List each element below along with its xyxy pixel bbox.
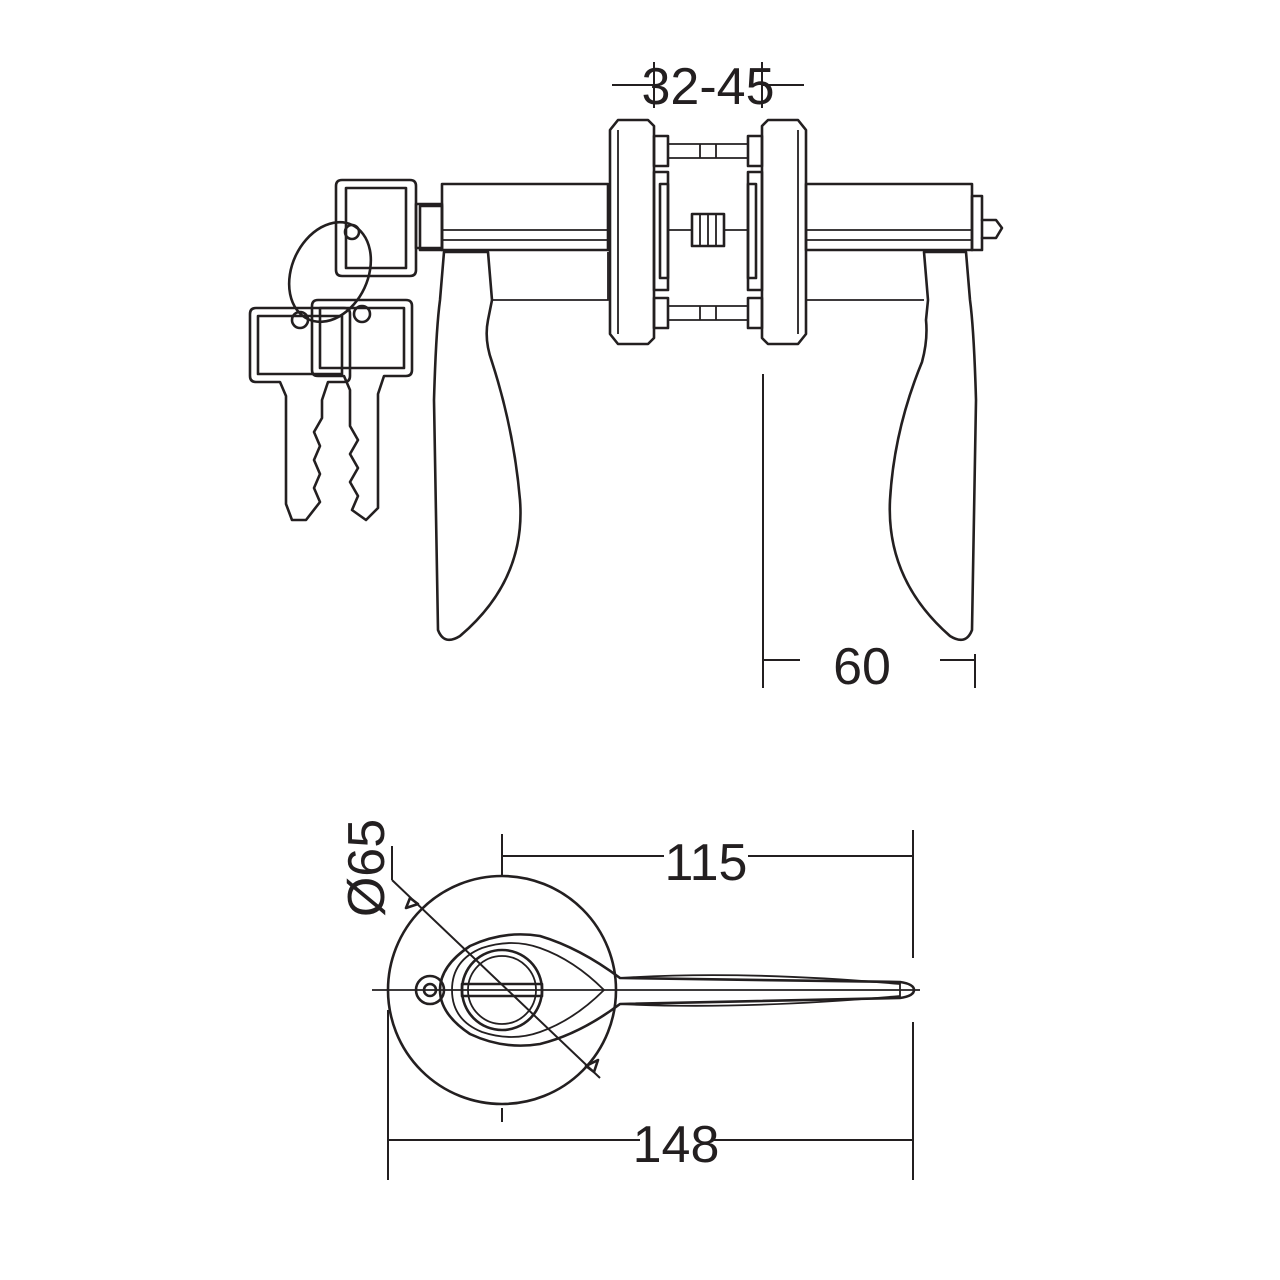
dimension-label-diameter: Ø65 bbox=[338, 819, 396, 917]
dimension-lever-length: 115 bbox=[501, 830, 914, 958]
dimension-door-thickness: 32-45 bbox=[612, 58, 804, 116]
side-view: 32-45 60 bbox=[248, 58, 1004, 696]
left-rosette bbox=[608, 118, 656, 346]
key-left bbox=[248, 306, 352, 522]
dimension-overall-length: 148 bbox=[387, 1010, 914, 1180]
dimension-label-60: 60 bbox=[833, 638, 891, 696]
key-right bbox=[310, 298, 414, 522]
left-spindle-housing bbox=[418, 182, 610, 252]
dimension-label-32-45: 32-45 bbox=[642, 58, 775, 116]
left-lever bbox=[432, 250, 522, 642]
through-bolts bbox=[652, 134, 764, 330]
dimension-label-115: 115 bbox=[665, 834, 748, 892]
diameter-leader bbox=[391, 879, 601, 1079]
dimension-lever-projection: 60 bbox=[762, 374, 976, 696]
right-rosette bbox=[760, 118, 808, 346]
front-view: Ø65 115 148 bbox=[338, 819, 920, 1180]
right-spindle-housing bbox=[804, 182, 1004, 252]
key-bow-top bbox=[334, 178, 418, 278]
keys-illustration bbox=[248, 178, 444, 522]
dimension-label-148: 148 bbox=[633, 1116, 720, 1174]
right-lever bbox=[888, 250, 978, 642]
